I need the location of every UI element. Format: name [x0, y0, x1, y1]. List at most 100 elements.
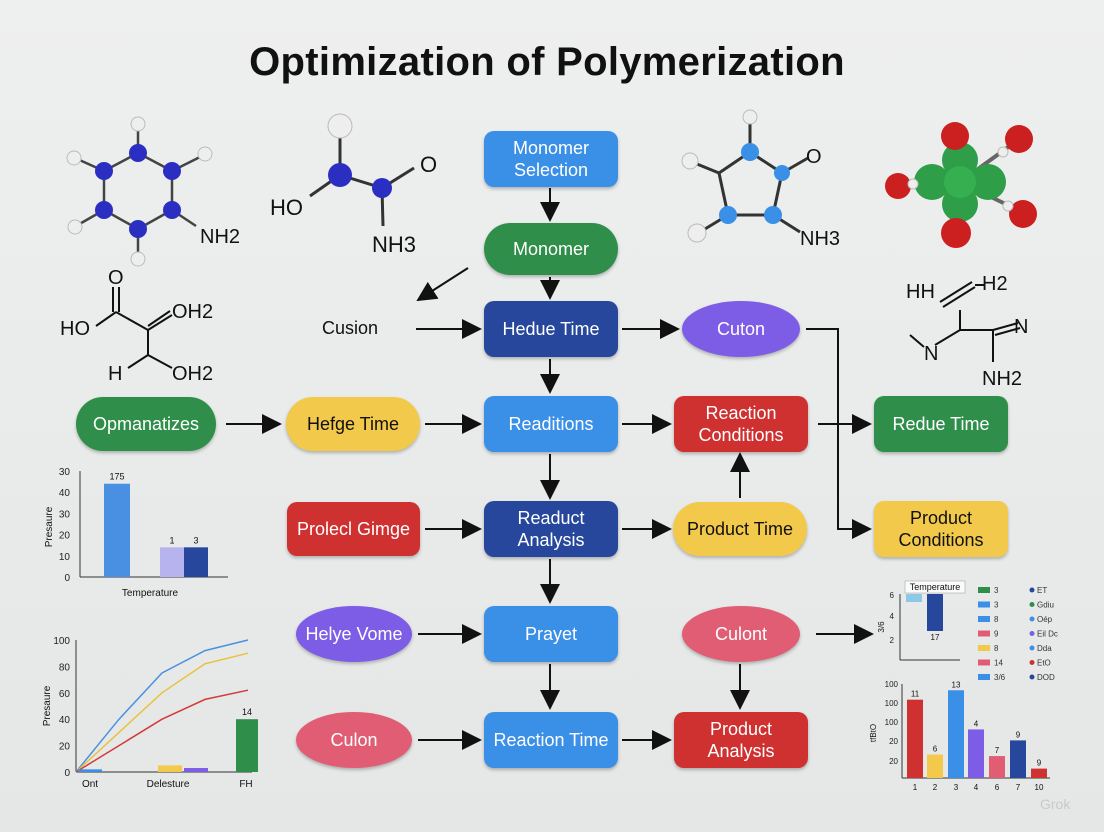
legend-label: 3/6 — [994, 673, 1006, 682]
legend-label: 8 — [994, 615, 999, 624]
legend-swatch — [978, 601, 990, 608]
bar-label: 14 — [242, 707, 252, 717]
legend-label: Eil Dc — [1037, 630, 1058, 639]
bar-label: 3 — [193, 535, 198, 545]
x-tick-label: 6 — [995, 783, 1000, 792]
y-tick-label: 80 — [59, 662, 71, 673]
legend-label: ET — [1037, 586, 1047, 595]
node-culont[interactable]: Culont — [682, 606, 800, 662]
y-tick-label: 10 — [59, 552, 71, 563]
y-tick-label: 20 — [59, 531, 71, 542]
y-tick-label: 100 — [885, 699, 899, 708]
legend-swatch — [978, 630, 990, 637]
node-redue-time[interactable]: Redue Time — [874, 396, 1008, 452]
x-tick-label: 3 — [954, 783, 959, 792]
series-line — [75, 652, 249, 773]
bar-label: 11 — [911, 690, 920, 699]
bar-label: 1 — [169, 535, 174, 545]
x-tick-label: Delesture — [147, 779, 190, 790]
bar — [927, 594, 943, 631]
y-tick-label: 20 — [59, 742, 71, 753]
legend-label: 9 — [994, 630, 999, 639]
node-product-time[interactable]: Product Time — [673, 502, 807, 556]
bar-label: 6 — [933, 745, 938, 754]
bar-label: 7 — [995, 746, 1000, 755]
bar — [1010, 740, 1026, 778]
bar-label: 9 — [1016, 730, 1021, 739]
node-prolecl-gimge[interactable]: Prolecl Gimge — [287, 502, 420, 556]
node-readitions[interactable]: Readitions — [484, 396, 618, 452]
x-tick-label: 2 — [933, 783, 938, 792]
legend-swatch — [1029, 602, 1035, 607]
series-line — [75, 639, 249, 773]
bar — [948, 690, 964, 778]
y-tick-label: 60 — [59, 689, 71, 700]
node-hefge-time[interactable]: Hefge Time — [286, 397, 420, 451]
y-tick-label: 30 — [59, 467, 71, 478]
legend-label: DOD — [1037, 673, 1055, 682]
y-axis-label: tfBtO — [869, 724, 878, 742]
bar-label: 13 — [952, 680, 961, 689]
watermark: Grok — [1040, 796, 1071, 812]
bar — [160, 547, 184, 577]
node-readuct-analysis[interactable]: Readuct Analysis — [484, 501, 618, 557]
node-product-conditions[interactable]: Product Conditions — [874, 501, 1008, 557]
bar — [236, 719, 258, 772]
legend-swatch — [978, 645, 990, 651]
arrow — [416, 267, 469, 302]
bar-label: 175 — [109, 472, 124, 482]
series-line — [75, 689, 249, 773]
node-reaction-time[interactable]: Reaction Time — [484, 712, 618, 768]
bar-label: 4 — [974, 719, 979, 728]
y-tick-label: 20 — [889, 757, 898, 766]
y-tick-label: 6 — [890, 591, 895, 600]
y-axis-label: Presaure — [44, 506, 55, 547]
legend-label: 14 — [994, 659, 1003, 668]
x-tick-label: Ont — [82, 779, 98, 790]
legend-swatch — [978, 659, 990, 666]
bar — [907, 699, 923, 778]
chart-title: Temperature — [910, 582, 961, 592]
y-tick-label: 40 — [59, 715, 71, 726]
node-product-analysis[interactable]: Product Analysis — [674, 712, 808, 768]
bar — [1031, 768, 1047, 778]
x-tick-label: 4 — [974, 783, 979, 792]
node-prayet[interactable]: Prayet — [484, 606, 618, 662]
node-monomer[interactable]: Monomer — [484, 223, 618, 275]
y-tick-label: 4 — [890, 612, 895, 621]
arrow — [806, 328, 872, 539]
node-monomer-selection[interactable]: Monomer Selection — [484, 131, 618, 187]
y-tick-label: 2 — [890, 636, 895, 645]
legend-swatch — [978, 674, 990, 680]
y-axis-label: 3/6 — [877, 621, 886, 633]
bar — [184, 768, 208, 772]
node-helye-vome[interactable]: Helye Vome — [296, 606, 412, 662]
x-axis-label: Temperature — [122, 588, 179, 599]
legend-label: EtO — [1037, 659, 1051, 668]
bar — [968, 729, 984, 778]
node-hedue-time[interactable]: Hedue Time — [484, 301, 618, 357]
bar — [906, 594, 922, 602]
legend-label: 3 — [994, 586, 999, 595]
legend-label: Gdiu — [1037, 601, 1054, 610]
y-tick-label: 0 — [64, 573, 70, 584]
bar — [78, 769, 102, 772]
legend-label: Oép — [1037, 615, 1053, 624]
legend-label: 8 — [994, 644, 999, 653]
node-culon[interactable]: Culon — [296, 712, 412, 768]
legend-swatch — [1029, 587, 1035, 593]
node-cuton[interactable]: Cuton — [682, 301, 800, 357]
legend-swatch — [978, 587, 990, 593]
node-opmanatizes[interactable]: Opmanatizes — [76, 397, 216, 451]
y-tick-label: 40 — [59, 488, 71, 499]
chart-title-box — [904, 580, 966, 594]
bar — [158, 765, 182, 772]
label-cusion: Cusion — [322, 318, 379, 338]
node-reaction-conditions[interactable]: Reaction Conditions — [674, 396, 808, 452]
